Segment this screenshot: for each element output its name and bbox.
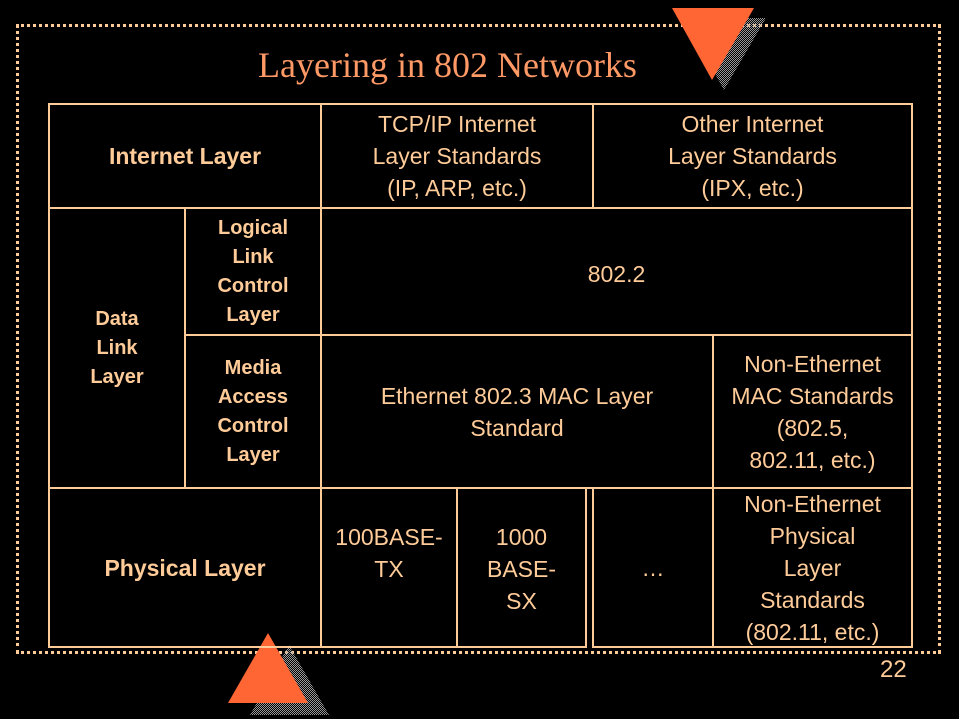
mac-layer-label: Media Access Control Layer: [184, 334, 322, 489]
triangle-up-icon: [228, 633, 308, 703]
internet-layer-label: Internet Layer: [48, 103, 322, 209]
page-number: 22: [880, 656, 907, 683]
physical-layer-label: Physical Layer: [48, 487, 322, 648]
phy-100basetx-cell: 100BASE- TX: [320, 487, 458, 648]
llc-layer-label: Logical Link Control Layer: [184, 207, 322, 336]
non-ethernet-mac-cell: Non-Ethernet MAC Standards (802.5, 802.1…: [712, 334, 913, 489]
ethernet-mac-cell: Ethernet 802.3 MAC Layer Standard: [320, 334, 714, 489]
slide-title: Layering in 802 Networks: [258, 45, 637, 85]
phy-1000basesx-cell: 1000 BASE- SX: [456, 487, 587, 648]
other-standards-cell: Other Internet Layer Standards (IPX, etc…: [592, 103, 913, 209]
tcpip-standards-cell: TCP/IP Internet Layer Standards (IP, ARP…: [320, 103, 594, 209]
phy-ellipsis-cell: …: [592, 487, 714, 648]
dotted-frame: [16, 24, 941, 654]
llc-standard-cell: 802.2: [320, 207, 913, 336]
data-link-layer-label: Data Link Layer: [48, 207, 186, 489]
triangle-down-icon: [672, 8, 754, 80]
non-ethernet-phy-cell: Non-Ethernet Physical Layer Standards (8…: [712, 487, 913, 648]
